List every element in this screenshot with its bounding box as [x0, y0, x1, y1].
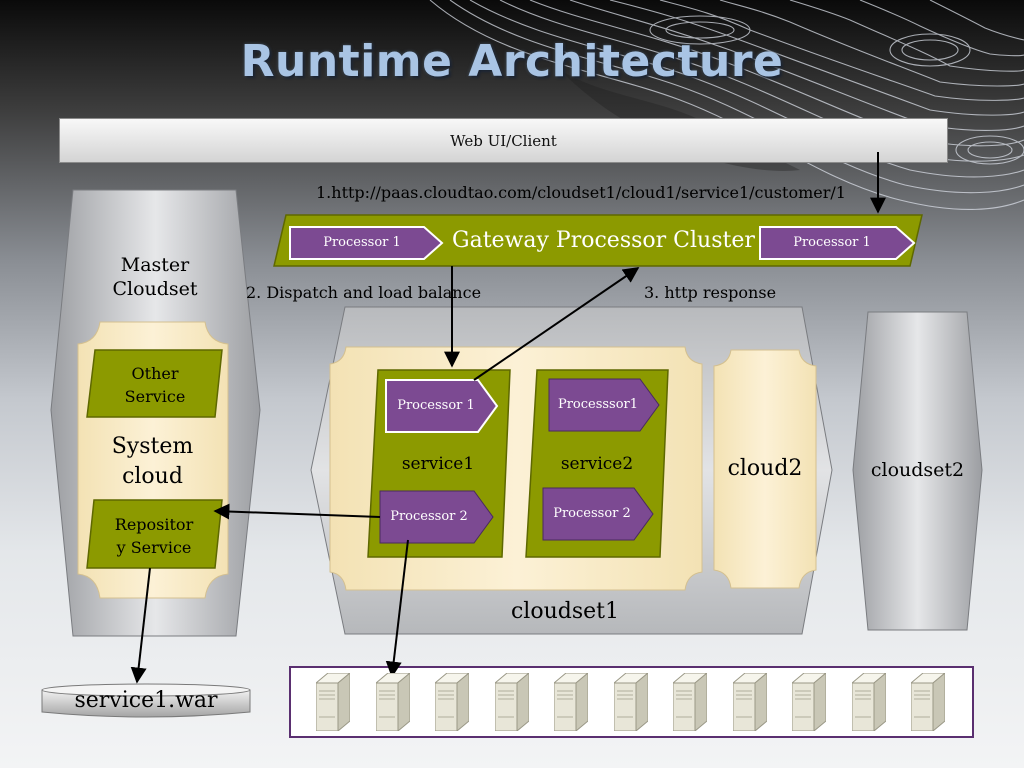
server-icon	[850, 671, 887, 733]
system-cloud-label: System cloud	[111, 434, 194, 489]
cloudset2-label: cloudset2	[870, 459, 965, 481]
cloudset1-label: cloudset1	[510, 599, 619, 624]
cloud2-container[interactable]	[713, 349, 817, 589]
arrow-to-servers	[385, 539, 409, 678]
server-icon	[612, 671, 649, 733]
gateway-left-processor-label: Processor 1	[323, 235, 401, 250]
service1-war-storage[interactable]	[41, 683, 251, 718]
arrow-to-war	[130, 567, 151, 684]
service1-processor-2-label: Processor 2	[390, 509, 468, 524]
server-icon	[433, 671, 471, 733]
repository-service-label: Repositor y Service	[114, 515, 194, 557]
server-icon	[790, 671, 828, 733]
service2-processor-1[interactable]	[548, 378, 660, 432]
other-service-label: Other Service	[124, 364, 186, 406]
page-title: Runtime Architecture	[240, 36, 784, 87]
service2-processor-2-label: Processor 2	[553, 506, 631, 521]
request-url-label: 1.http://paas.cloudtao.com/cloudset1/clo…	[316, 183, 846, 202]
service1-processor-1[interactable]	[385, 379, 499, 433]
service1-label: service1	[401, 454, 475, 474]
master-cloudset-label: Master Cloudset	[112, 254, 198, 300]
service2-label: service2	[560, 454, 634, 474]
repository-service-box[interactable]	[86, 499, 223, 569]
server-icon	[731, 671, 768, 733]
arrow-to-repository	[213, 503, 381, 520]
server-icon	[909, 671, 947, 733]
server-icon	[552, 671, 590, 733]
http-response-label: 3. http response	[644, 283, 777, 302]
gateway-right-processor-label: Processor 1	[793, 235, 871, 250]
flow-arrows	[130, 152, 886, 684]
gateway-left-processor[interactable]	[289, 226, 444, 260]
web-ui-client-label: Web UI/Client	[450, 131, 557, 150]
dispatch-label: 2. Dispatch and load balance	[246, 283, 482, 302]
other-service-box[interactable]	[86, 349, 223, 418]
service1-processor-1-label: Processor 1	[397, 398, 475, 413]
service1-processor-2[interactable]	[379, 490, 494, 544]
server-icon	[374, 671, 411, 733]
web-ui-client-bar[interactable]: Web UI/Client	[59, 118, 948, 163]
service2-processor-2[interactable]	[542, 487, 654, 541]
server-icon	[314, 671, 352, 733]
arrow-http-response	[473, 267, 640, 381]
service2-processor-1-label: Processsor1	[557, 397, 639, 412]
cloudset2-container[interactable]	[852, 311, 983, 631]
server-icon	[671, 671, 709, 733]
gateway-label: Gateway Processor Cluster	[452, 228, 755, 253]
gateway-right-processor[interactable]	[759, 226, 916, 260]
service1-war-label: service1.war	[74, 688, 218, 713]
cloud2-label: cloud2	[727, 456, 803, 481]
server-icon	[493, 671, 530, 733]
